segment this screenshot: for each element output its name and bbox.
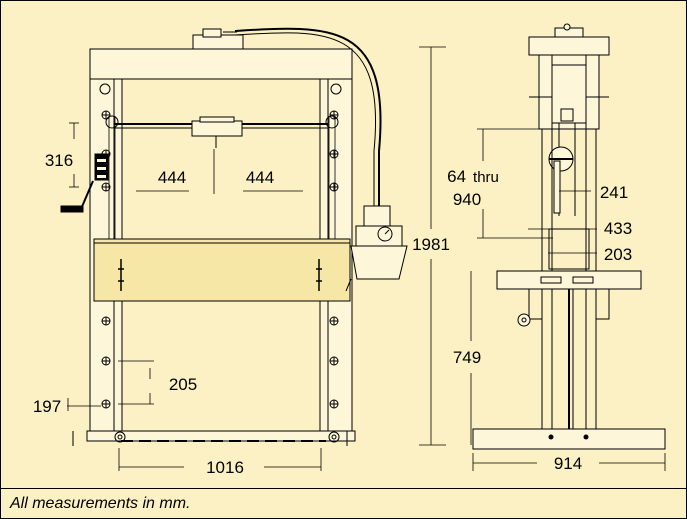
dim-half-span-right: 444 <box>246 168 274 187</box>
side-view <box>472 23 666 450</box>
side-base <box>472 428 666 450</box>
dim-overall-height: 1981 <box>412 235 450 254</box>
dim-cylinder-travel: 316 <box>45 151 73 170</box>
press-base <box>86 430 356 442</box>
dim-daylight-line1: 64 thru <box>447 167 499 186</box>
side-dimension-lines <box>419 46 666 471</box>
press-bed <box>93 238 351 302</box>
side-bed-plate <box>496 270 642 290</box>
dim-bottom-hole: 197 <box>33 397 61 416</box>
column-holes-right <box>329 110 339 409</box>
dim-bed: 433 <box>604 219 632 238</box>
dim-front-width: 1016 <box>206 458 244 477</box>
winch-icon <box>60 153 109 213</box>
caption-divider <box>1 488 686 489</box>
measurement-caption: All measurements in mm. <box>10 495 191 512</box>
hydraulic-hose <box>234 27 382 206</box>
dim-side-base: 914 <box>554 454 582 473</box>
dim-lower-height: 749 <box>453 348 481 367</box>
column-hole <box>330 83 342 95</box>
dim-hole-pitch: 205 <box>169 375 197 394</box>
front-view <box>60 27 408 446</box>
dim-daylight-line2: 940 <box>453 190 481 209</box>
top-beam <box>89 48 353 80</box>
dim-half-span-left: 444 <box>158 168 186 187</box>
column-hole <box>99 83 111 95</box>
front-dimension-lines <box>67 122 322 471</box>
dim-ram: 241 <box>600 183 628 202</box>
pump-icon <box>345 205 408 292</box>
cylinder-head <box>191 120 243 137</box>
dim-bed-depth: 203 <box>604 245 632 264</box>
